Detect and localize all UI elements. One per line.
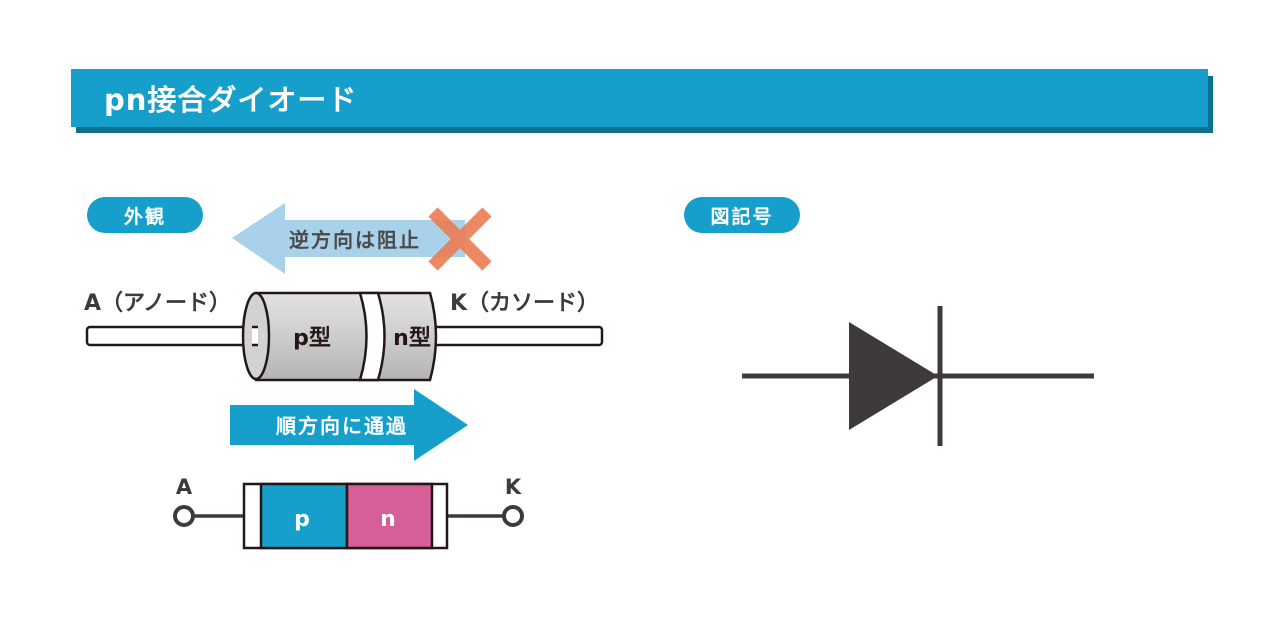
- p-region: [259, 482, 349, 550]
- cathode-short-label: K: [505, 475, 522, 499]
- anode-terminal: [173, 505, 195, 527]
- section-label-symbol: 図記号: [684, 197, 800, 233]
- reverse-arrow-label: 逆方向は阻止: [289, 228, 421, 252]
- anode-label: A（アノード）: [84, 291, 231, 316]
- section-label-appearance: 外観: [87, 197, 203, 233]
- pn-block-diagram: p n A K: [173, 475, 524, 550]
- reverse-arrow-shape: [232, 203, 465, 274]
- header-banner: pn接合ダイオード: [71, 69, 1208, 127]
- diode-symbol: [742, 306, 1094, 446]
- anode-lead: [85, 325, 259, 347]
- p-type-label: p型: [293, 326, 331, 351]
- n-region-label: n: [380, 507, 396, 532]
- anode-short-label: A: [176, 475, 193, 499]
- forward-arrow: 順方向に通過: [230, 389, 468, 461]
- cathode-label: K（カソード）: [450, 291, 599, 316]
- n-region: [345, 482, 434, 550]
- forward-arrow-label: 順方向に通過: [276, 414, 408, 438]
- diode-body: p型 n型: [241, 291, 438, 382]
- p-region-label: p: [294, 507, 310, 532]
- x-mark-icon: [428, 207, 492, 271]
- junction-band: [358, 291, 386, 382]
- n-type-label: n型: [393, 326, 431, 351]
- cathode-lead: [430, 325, 604, 347]
- cathode-terminal: [502, 505, 524, 527]
- symbol-triangle: [849, 322, 938, 430]
- forward-arrow-shape: [230, 389, 468, 461]
- reverse-arrow: 逆方向は阻止: [232, 203, 465, 274]
- page-title: pn接合ダイオード: [104, 83, 358, 117]
